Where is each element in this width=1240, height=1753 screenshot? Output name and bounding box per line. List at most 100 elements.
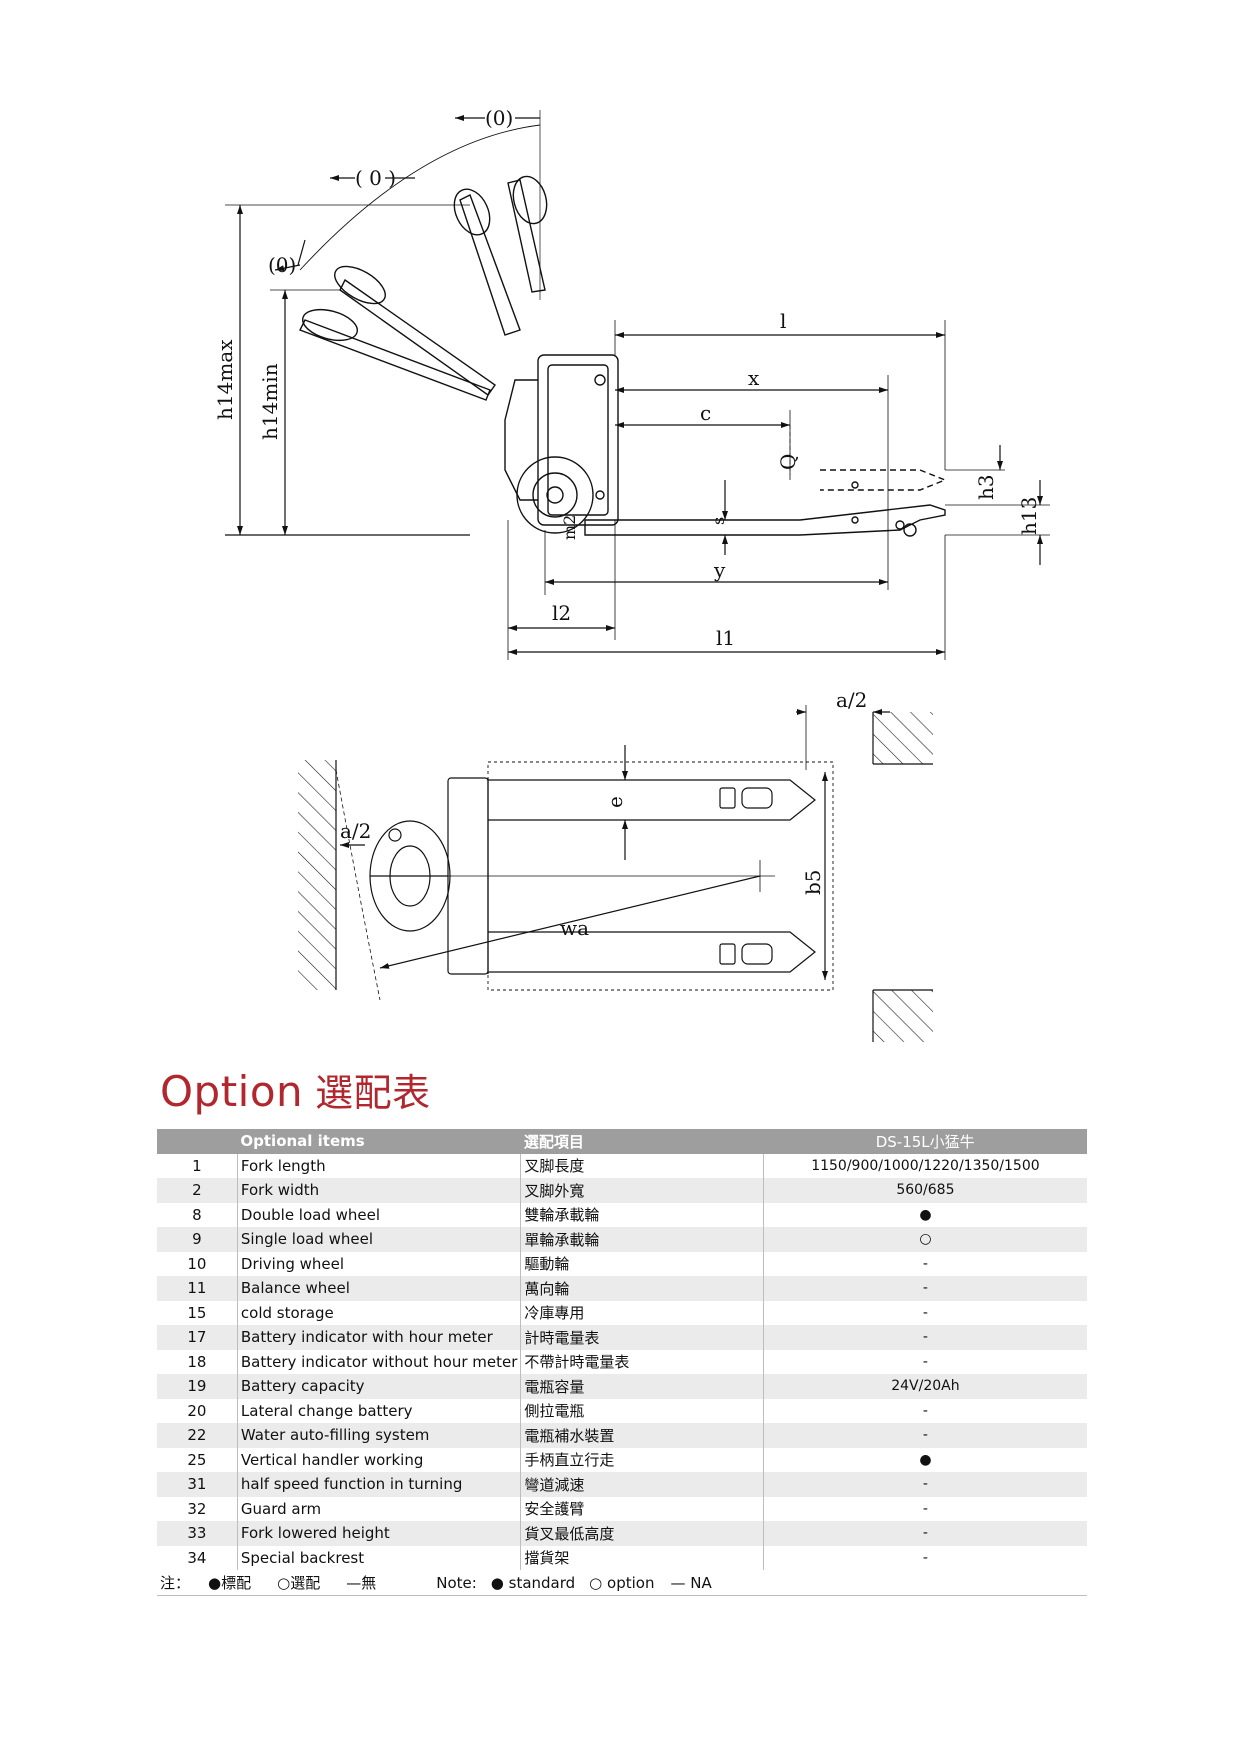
dim-s-label: s xyxy=(709,517,728,525)
cell-item-en: Fork lowered height xyxy=(237,1521,522,1546)
cell-no: 20 xyxy=(157,1398,238,1423)
cell-item-en: Vertical handler working xyxy=(237,1447,522,1472)
cell-item-en: Special backrest xyxy=(237,1545,522,1570)
note-na-en: — NA xyxy=(670,1573,712,1592)
cell-item-zh: 萬向輪 xyxy=(520,1276,764,1301)
cell-item-en: half speed function in turning xyxy=(237,1472,522,1497)
cell-no: 9 xyxy=(157,1227,238,1252)
cell-model-value: - xyxy=(763,1398,1087,1423)
truck-body xyxy=(504,354,947,537)
cell-model-value: - xyxy=(763,1251,1087,1276)
cell-model-value: 1150/900/1000/1220/1350/1500 xyxy=(763,1153,1087,1178)
angle-label-low: (0) xyxy=(268,253,296,277)
cell-item-en: Balance wheel xyxy=(237,1276,522,1301)
cell-no: 25 xyxy=(157,1447,238,1472)
cell-model-value: - xyxy=(763,1349,1087,1374)
note-standard-en: ● standard xyxy=(490,1573,576,1592)
cell-item-zh: 電瓶容量 xyxy=(520,1374,764,1399)
header-zh: 選配項目 xyxy=(520,1129,764,1154)
note-option-en: ○ option xyxy=(589,1573,655,1592)
dim-x-label: x xyxy=(748,366,760,390)
cell-no: 2 xyxy=(157,1178,238,1203)
cell-item-en: Fork width xyxy=(237,1178,522,1203)
cell-item-zh: 不帶計時電量表 xyxy=(520,1349,764,1374)
cell-item-en: cold storage xyxy=(237,1300,522,1325)
dim-e-label: e xyxy=(603,796,627,808)
side-view xyxy=(225,110,1050,660)
cell-item-zh: 安全護臂 xyxy=(520,1496,764,1521)
cell-model-value: - xyxy=(763,1300,1087,1325)
dim-a2-left-label: a/2 xyxy=(340,819,371,843)
dim-wa-label: wa xyxy=(560,916,589,940)
cell-item-zh: 貨叉最低高度 xyxy=(520,1521,764,1546)
cell-item-en: Lateral change battery xyxy=(237,1398,522,1423)
cell-model-value: ○ xyxy=(763,1227,1087,1252)
cell-no: 32 xyxy=(157,1496,238,1521)
dim-l1-label: l1 xyxy=(716,626,735,650)
side-view-labels: (0) ( 0 ) (0) h14max h14min l x c Q h3 h… xyxy=(213,106,1041,650)
cell-item-en: Battery indicator with hour meter xyxy=(237,1325,522,1350)
cell-no: 34 xyxy=(157,1545,238,1570)
dim-h3-label: h3 xyxy=(974,474,998,500)
load-q-label: Q xyxy=(776,454,800,470)
note-standard-zh: ●標配 xyxy=(208,1573,252,1592)
cell-no: 19 xyxy=(157,1374,238,1399)
cell-no: 31 xyxy=(157,1472,238,1497)
cell-model-value: - xyxy=(763,1276,1087,1301)
note-na-zh: —無 xyxy=(346,1573,377,1592)
dim-m2-label: m2 xyxy=(560,515,579,540)
section-title-en: Option xyxy=(160,1067,304,1116)
table-header-row: Optional items 選配項目 DS-15L小猛牛 xyxy=(157,1129,1087,1154)
cell-no: 1 xyxy=(157,1153,238,1178)
cell-item-zh: 擋貨架 xyxy=(520,1545,764,1570)
dim-a2-top-label: a/2 xyxy=(836,688,867,712)
cell-model-value: - xyxy=(763,1521,1087,1546)
angle-label-top: (0) xyxy=(485,106,513,130)
dim-c-label: c xyxy=(700,401,711,425)
cell-no: 33 xyxy=(157,1521,238,1546)
dim-l2-label: l2 xyxy=(552,601,571,625)
cell-no: 17 xyxy=(157,1325,238,1350)
dim-l-label: l xyxy=(780,309,786,333)
cell-item-en: Single load wheel xyxy=(237,1227,522,1252)
cell-item-en: Water auto-filling system xyxy=(237,1423,522,1448)
note-prefix-en: Note: xyxy=(436,1573,477,1592)
dim-h13-label: h13 xyxy=(1017,497,1041,535)
cell-item-en: Fork length xyxy=(237,1153,522,1178)
angle-label-mid: ( 0 ) xyxy=(355,166,396,190)
cell-model-value: - xyxy=(763,1325,1087,1350)
cell-item-zh: 冷庫專用 xyxy=(520,1300,764,1325)
cell-item-zh: 手柄直立行走 xyxy=(520,1447,764,1472)
cell-item-zh: 單輪承載輪 xyxy=(520,1227,764,1252)
cell-no: 18 xyxy=(157,1349,238,1374)
top-view xyxy=(298,705,933,1042)
cell-model-value: ● xyxy=(763,1202,1087,1227)
section-title-zh: 選配表 xyxy=(315,1071,431,1115)
technical-drawing: (0) ( 0 ) (0) h14max h14min l x c Q h3 h… xyxy=(213,106,1050,1042)
cell-item-zh: 叉脚外寬 xyxy=(520,1178,764,1203)
cell-no: 22 xyxy=(157,1423,238,1448)
header-model: DS-15L小猛牛 xyxy=(763,1129,1087,1154)
header-no xyxy=(157,1129,238,1154)
cell-no: 10 xyxy=(157,1251,238,1276)
cell-item-zh: 叉脚長度 xyxy=(520,1153,764,1178)
cell-no: 11 xyxy=(157,1276,238,1301)
cell-item-zh: 計時電量表 xyxy=(520,1325,764,1350)
